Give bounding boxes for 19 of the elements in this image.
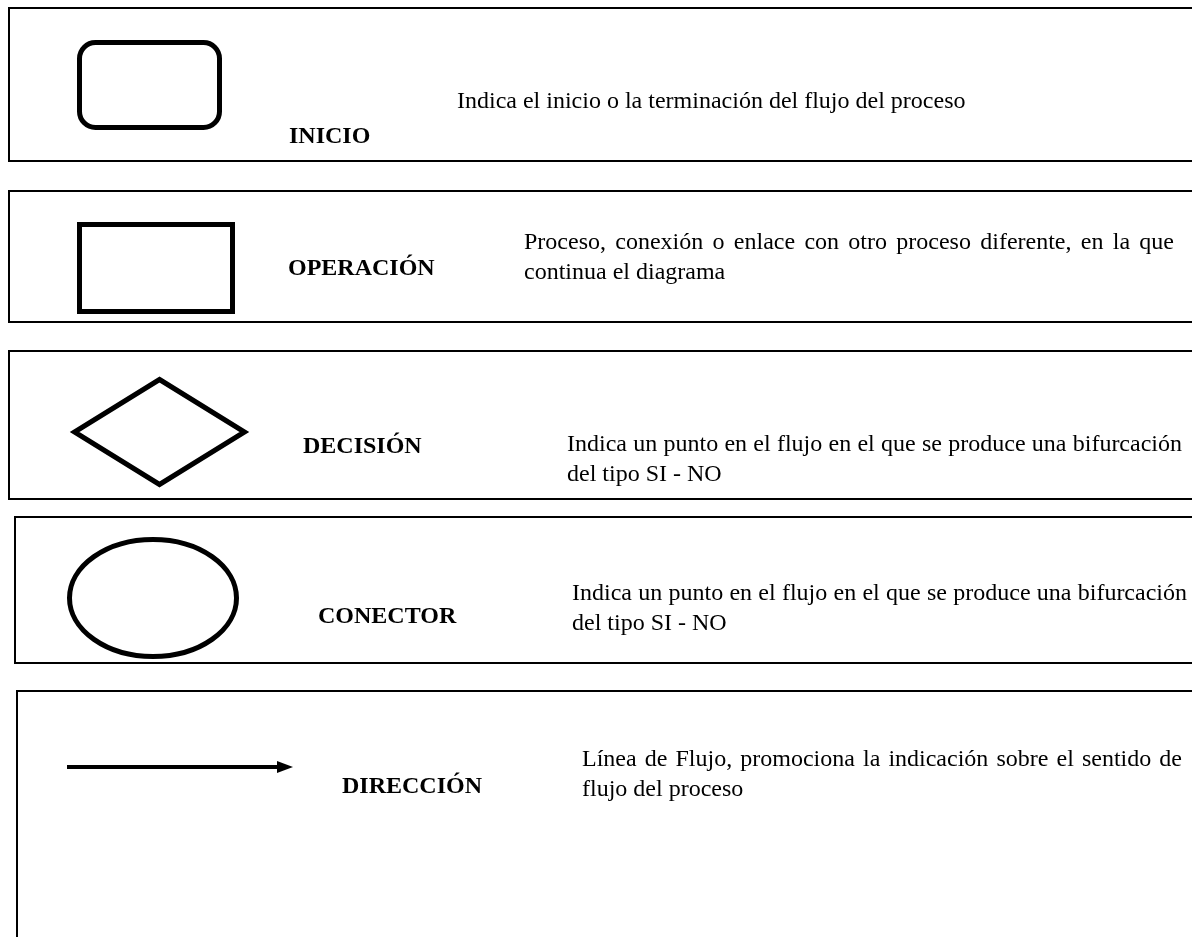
symbol-name: INICIO bbox=[289, 122, 371, 149]
symbol-name: OPERACIÓN bbox=[288, 254, 435, 281]
symbol-description: Indica un punto en el flujo en el que se produce una bifurcación del tipo SI - NO bbox=[572, 578, 1187, 637]
symbol-description: Indica el inicio o la terminación del flujo del proceso bbox=[457, 86, 967, 115]
symbol-name: DECISIÓN bbox=[303, 432, 422, 459]
process-symbol bbox=[77, 222, 235, 314]
symbol-name: CONECTOR bbox=[318, 602, 457, 629]
connector-circle bbox=[67, 537, 239, 659]
symbol-row-panel bbox=[8, 7, 1192, 162]
symbol-description: Proceso, conexión o enlace con otro proceso diferente, en la que continua el diagrama bbox=[524, 227, 1174, 286]
symbol-description: Línea de Flujo, promociona la indicación sobre el sentido de flujo del proceso bbox=[582, 744, 1182, 803]
decision-diamond bbox=[72, 377, 247, 487]
symbol-name: DIRECCIÓN bbox=[342, 772, 482, 799]
terminator-symbol bbox=[77, 40, 222, 130]
symbol-row-panel bbox=[14, 516, 1192, 664]
symbol-row-panel bbox=[8, 350, 1192, 500]
symbol-description: Indica un punto en el flujo en el que se produce una bifurcación del tipo SI - NO bbox=[567, 429, 1182, 488]
symbol-row-panel bbox=[16, 690, 1192, 937]
symbol-row-panel bbox=[8, 190, 1192, 323]
